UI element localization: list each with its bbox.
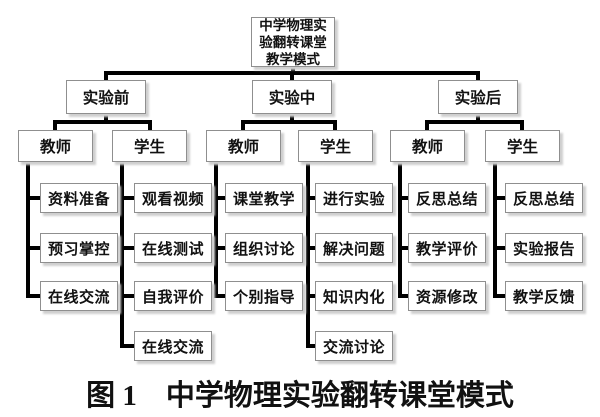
root-connector	[104, 64, 480, 82]
leaf-post-student-2: 实验报告	[505, 233, 583, 263]
leaf-mid-teacher-2: 组织讨论	[225, 233, 303, 263]
node-post-student: 学生	[485, 130, 560, 162]
leaf-mid-student-3: 知识内化	[315, 281, 393, 311]
leaf-post-teacher-3: 资源修改	[408, 281, 486, 311]
leaf-mid-student-2: 解决问题	[315, 233, 393, 263]
leaf-pre-student-1: 观看视频	[134, 183, 212, 213]
leaf-mid-student-4: 交流讨论	[315, 331, 393, 361]
phase-bracket-pre	[53, 112, 152, 132]
node-phase-post: 实验后	[438, 80, 518, 114]
node-phase-mid: 实验中	[252, 80, 332, 114]
node-pre-student: 学生	[112, 130, 187, 162]
phase-bracket-mid	[241, 112, 337, 132]
node-pre-teacher: 教师	[18, 130, 93, 162]
node-root: 中学物理实 验翻转课堂 教学模式	[251, 17, 335, 67]
leaf-post-teacher-1: 反思总结	[408, 183, 486, 213]
leaf-mid-student-1: 进行实验	[315, 183, 393, 213]
leaf-pre-teacher-1: 资料准备	[40, 183, 118, 213]
leaf-pre-student-3: 自我评价	[134, 281, 212, 311]
leaf-ticks	[26, 196, 507, 348]
node-mid-teacher: 教师	[206, 130, 281, 162]
leaf-post-student-3: 教学反馈	[505, 281, 583, 311]
leaf-pre-student-2: 在线测试	[134, 233, 212, 263]
leaf-pre-teacher-3: 在线交流	[40, 281, 118, 311]
trunk-lines	[26, 158, 497, 348]
figure-caption: 图 1 中学物理实验翻转课堂模式	[86, 380, 514, 412]
node-phase-pre: 实验前	[66, 80, 146, 114]
leaf-post-teacher-2: 教学评价	[408, 233, 486, 263]
node-mid-student: 学生	[298, 130, 373, 162]
phase-bracket-post	[425, 112, 524, 132]
leaf-mid-teacher-3: 个别指导	[225, 281, 303, 311]
leaf-post-student-1: 反思总结	[505, 183, 583, 213]
leaf-mid-teacher-1: 课堂教学	[225, 183, 303, 213]
leaf-pre-student-4: 在线交流	[134, 331, 212, 361]
node-post-teacher: 教师	[390, 130, 465, 162]
leaf-pre-teacher-2: 预习掌控	[40, 233, 118, 263]
